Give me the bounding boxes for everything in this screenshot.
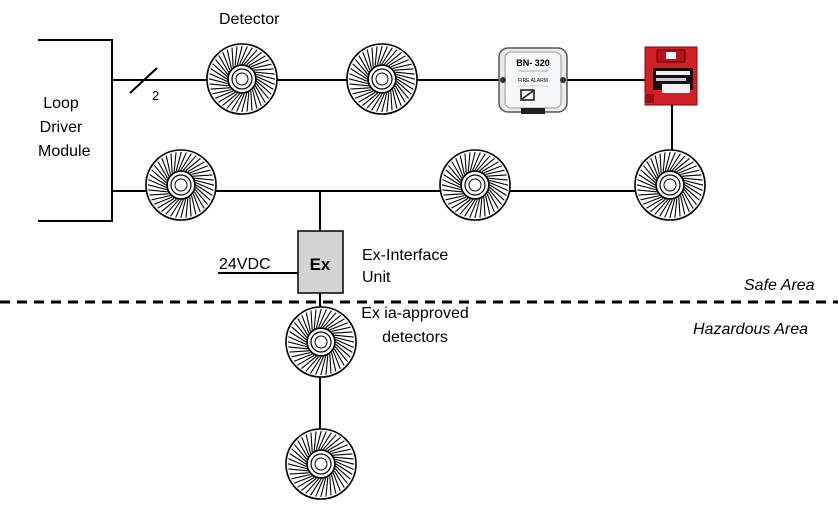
- ex-detectors-line-1: Ex ia-approved: [361, 305, 469, 322]
- ex-interface-box: [297, 230, 344, 294]
- detector-bottom-2: [439, 149, 511, 221]
- detector-bottom-1: [145, 149, 217, 221]
- module-model: BN- 320: [516, 58, 550, 68]
- module-screw-right: [560, 77, 566, 83]
- bn320-module: BN- 320 FIRE ALARM: [498, 47, 568, 114]
- detector-top-1: [206, 43, 278, 115]
- module-connector: [521, 108, 545, 114]
- loop-driver-module-bracket: [38, 39, 113, 222]
- loop-driver-line-1: Loop: [43, 95, 79, 112]
- ex-interface-line-2: Unit: [362, 269, 391, 286]
- detector-top-2: [346, 43, 418, 115]
- ex-box-label: Ex: [310, 255, 331, 274]
- ex-detector-2: [285, 428, 357, 500]
- cable-slash: [129, 67, 158, 94]
- manual-call-point: [644, 46, 698, 106]
- mcp-text-strip-2: [656, 78, 686, 81]
- module-status-window: [520, 89, 535, 101]
- ex-detector-1: [285, 306, 357, 378]
- detectors: [145, 43, 706, 500]
- cable-count-label: 2: [152, 88, 160, 103]
- loop-driver-line-2: Driver: [39, 119, 83, 136]
- mcp-text-strip-1: [656, 71, 690, 75]
- mcp-window: [666, 52, 676, 59]
- detector-label: Detector: [219, 11, 280, 28]
- loop-driver-line-3: Module: [38, 143, 91, 160]
- module-status-mark: [521, 90, 534, 100]
- wiring: [38, 39, 673, 465]
- mcp-corner: [646, 94, 654, 103]
- loop-driver-module-label: Loop Driver Module: [38, 94, 91, 162]
- module-screw-left: [500, 77, 506, 83]
- voltage-label: 24VDC: [219, 256, 271, 273]
- mcp-glass: [662, 84, 690, 93]
- module-caption: FIRE ALARM: [518, 78, 548, 84]
- ex-detectors-label: Ex ia-approved detectors: [350, 304, 480, 348]
- hazardous-area-label: Hazardous Area: [693, 321, 809, 338]
- ex-interface-label: Ex-Interface Unit: [362, 246, 448, 288]
- detector-bottom-3: [634, 149, 706, 221]
- safe-area-label: Safe Area: [744, 277, 815, 294]
- ex-detectors-line-2: detectors: [382, 329, 448, 346]
- ex-interface-line-1: Ex-Interface: [362, 247, 449, 264]
